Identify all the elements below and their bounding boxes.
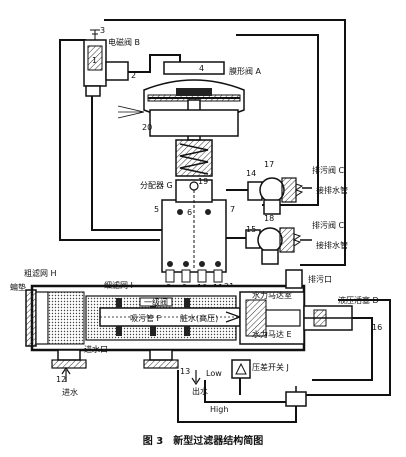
low-label: Low xyxy=(206,369,222,378)
callout-19: 19 xyxy=(198,177,208,186)
filter-housing xyxy=(25,269,306,352)
callout-3: 3 xyxy=(100,26,105,35)
drain-valve-c-upper xyxy=(247,177,312,215)
callout-5: 5 xyxy=(154,205,159,214)
distributor-g xyxy=(161,179,227,283)
solenoid-valve-label: 电磁阀 B xyxy=(108,37,140,47)
drain-valve-label-upper: 排污阀 C xyxy=(312,165,345,175)
callout-14: 14 xyxy=(246,169,256,178)
drain-pipe-label-upper: 接排水管 xyxy=(316,185,348,195)
callout-17: 17 xyxy=(264,160,274,169)
hydraulic-motor-label: 水力马达 E xyxy=(252,329,292,339)
callout-18: 18 xyxy=(264,214,274,223)
drain-pipe-label-lower: 接排水管 xyxy=(316,240,348,250)
suction-pipe-label: 吸污管 F xyxy=(130,313,162,323)
hydraulic-motor-room-label: 水力马达室 xyxy=(252,290,292,300)
first-stage-label: 一级阀 xyxy=(144,297,168,307)
high-label: High xyxy=(210,405,228,414)
piston-chamber-d xyxy=(303,305,353,331)
seal-ring-label: 蝙垫 xyxy=(10,282,26,292)
pressure-switch-j xyxy=(231,359,307,407)
piston-chamber-label: 液压活塞 D xyxy=(338,295,379,305)
drain-outlet-label: 排污口 xyxy=(308,274,332,284)
solenoid-valve-b xyxy=(83,29,129,97)
callout-2: 2 xyxy=(131,71,136,80)
distributor-label: 分配器 G xyxy=(140,181,173,190)
inlet-water-label: 进水 xyxy=(62,387,78,397)
dirty-water-label: 脏水(高压) xyxy=(180,313,218,323)
drain-valve-label-lower: 排污阀 C xyxy=(312,220,345,230)
outlet-water-label: 出水 xyxy=(192,386,208,396)
diaphragm-valve-label: 膜形阀 A xyxy=(229,66,262,76)
callout-7: 7 xyxy=(230,205,235,214)
callout-1: 1 xyxy=(92,56,97,65)
diaphragm-valve-a xyxy=(143,61,245,177)
pressure-switch-label: 压差开关 J xyxy=(252,362,289,372)
inlet-port-label: 进水口 xyxy=(84,344,108,354)
fine-screen-label: 细滤网 I xyxy=(104,280,133,290)
callout-20: 20 xyxy=(142,123,152,132)
outlet-port xyxy=(143,349,201,386)
callout-4: 4 xyxy=(199,64,204,73)
callout-13: 13 xyxy=(180,367,190,376)
coarse-screen-label: 粗滤网 H xyxy=(24,268,57,278)
drain-valve-c-lower xyxy=(245,227,312,265)
inlet-port xyxy=(51,349,87,382)
figure-caption: 图 3 新型过滤器结构简图 xyxy=(143,434,263,447)
callout-6: 6 xyxy=(187,208,192,217)
callout-15: 15 xyxy=(246,225,256,234)
leader-20 xyxy=(117,105,145,119)
callout-16: 16 xyxy=(372,323,382,332)
callout-12: 12 xyxy=(56,375,66,384)
